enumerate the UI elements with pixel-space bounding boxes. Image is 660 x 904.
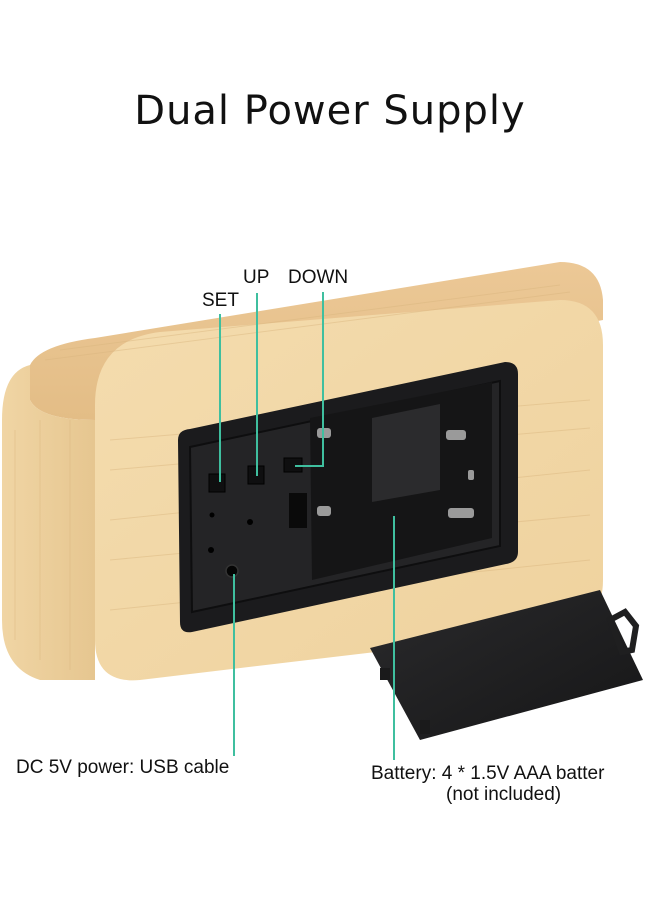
leader-lines bbox=[219, 292, 395, 760]
label-up: UP bbox=[243, 267, 270, 288]
label-set: SET bbox=[202, 290, 239, 311]
label-battery-note: (not included) bbox=[446, 784, 562, 805]
power-jack-icon bbox=[225, 564, 239, 578]
page-title: Dual Power Supply bbox=[134, 88, 526, 134]
label-dc-power: DC 5V power: USB cable bbox=[16, 757, 230, 778]
battery-compartment-icon bbox=[178, 362, 518, 633]
battery-cover-icon bbox=[370, 590, 643, 740]
button-set-icon bbox=[208, 473, 226, 493]
label-down: DOWN bbox=[288, 267, 349, 288]
label-battery: Battery: 4 * 1.5V AAA batter bbox=[371, 763, 605, 784]
